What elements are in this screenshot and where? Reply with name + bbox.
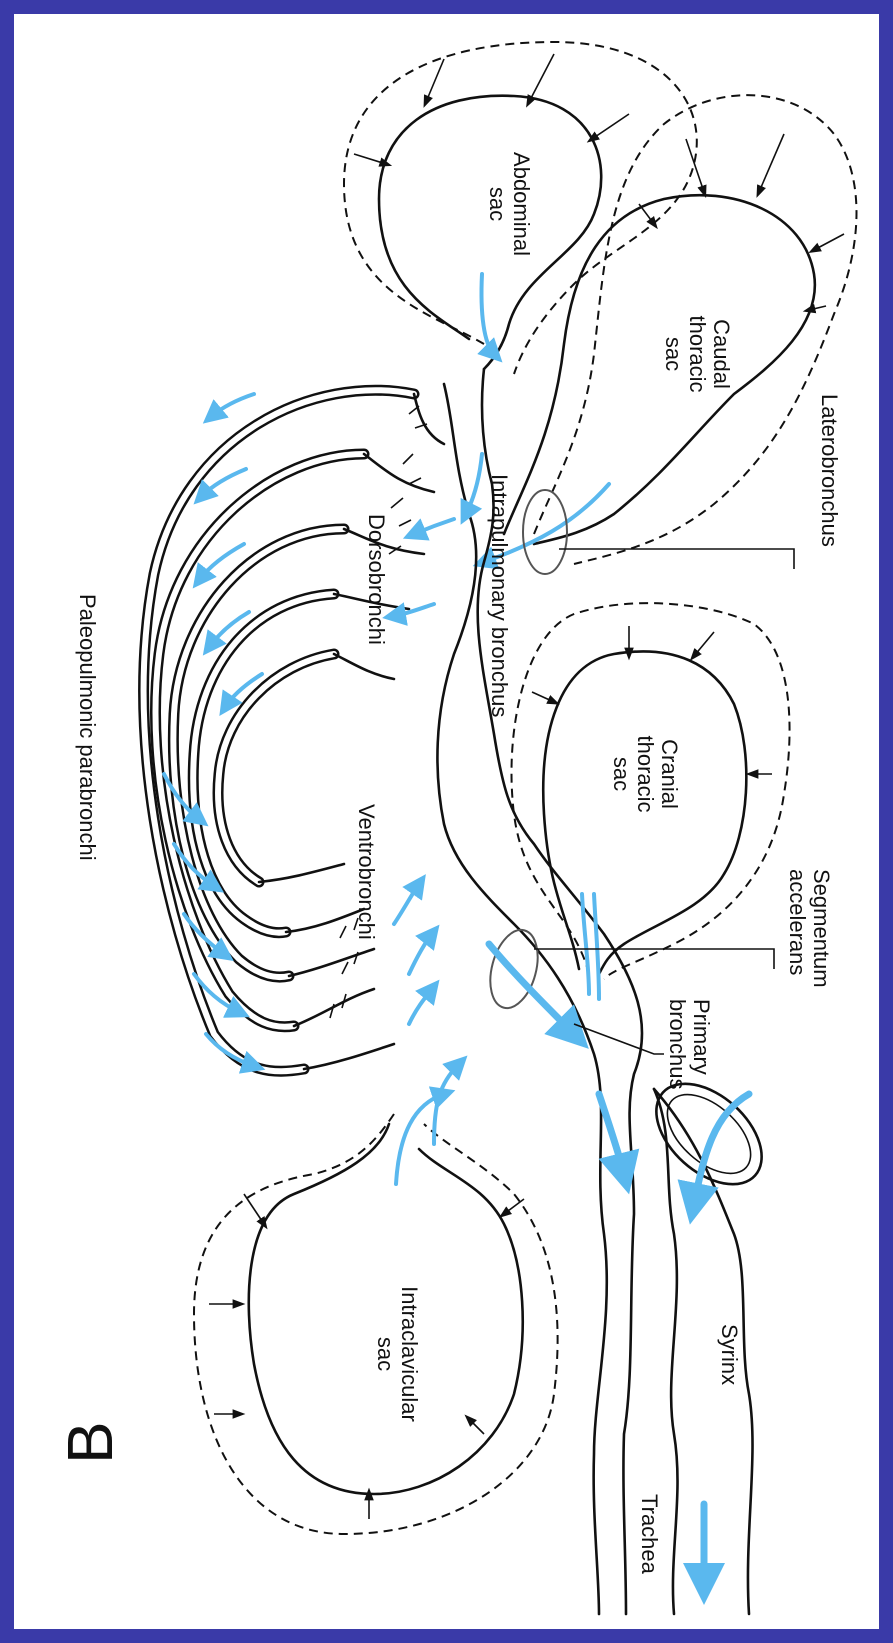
bronchus-trachea-body <box>437 369 752 1614</box>
label-segmentum-accelerans-line2: accelerans <box>785 869 810 975</box>
label-trachea: Trachea <box>637 1494 662 1575</box>
label-syrinx: Syrinx <box>717 1324 742 1385</box>
label-segmentum-accelerans-line1: Segmentum <box>809 869 834 988</box>
label-intrapulmonary-bronchus: Intrapulmonary bronchus <box>487 474 512 717</box>
label-caudal-thoracic-sac-line1: Caudal <box>709 319 734 389</box>
label-intraclavicular-sac-line2: sac <box>373 1337 398 1371</box>
intraclavicular-sac <box>194 1064 558 1534</box>
caudal-thoracic-sac <box>484 95 857 564</box>
label-intraclavicular-sac-line1: Intraclavicular <box>397 1286 422 1422</box>
abdominal-sac-pressure-arrows <box>354 54 629 164</box>
figure-canvas: B Abdominal sac Caudal thoracic sac Late… <box>14 14 879 1629</box>
avian-lung-airflow-diagram: B Abdominal sac Caudal thoracic sac Late… <box>14 14 879 1629</box>
laterobronchus-ring <box>523 490 567 574</box>
label-dorsobronchi: Dorsobronchi <box>364 514 389 645</box>
panel-letter: B <box>54 1421 126 1464</box>
label-caudal-thoracic-sac-line3: sac <box>661 337 686 371</box>
caudal-thoracic-sac-pressure-arrows <box>639 134 844 310</box>
label-primary-bronchus-line2: bronchus <box>665 999 690 1090</box>
ventrobronchi <box>259 864 432 1069</box>
paleopulmonic-parabronchi <box>144 390 414 1071</box>
label-abdominal-sac-line1: Abdominal <box>509 152 534 256</box>
label-cranial-thoracic-sac-line3: sac <box>609 757 634 791</box>
label-paleopulmonic-parabronchi: Paleopulmonic parabronchi <box>75 594 100 861</box>
syrinx-ring <box>637 1064 780 1203</box>
label-abdominal-sac-line2: sac <box>485 187 510 221</box>
label-primary-bronchus-line1: Primary <box>689 999 714 1075</box>
label-cranial-thoracic-sac-line1: Cranial <box>657 739 682 809</box>
label-caudal-thoracic-sac-line2: thoracic <box>685 315 710 392</box>
label-ventrobronchi: Ventrobronchi <box>354 804 379 940</box>
dorsobronchi <box>334 394 454 679</box>
label-laterobronchus: Laterobronchus <box>817 394 842 547</box>
label-cranial-thoracic-sac-line2: thoracic <box>633 735 658 812</box>
